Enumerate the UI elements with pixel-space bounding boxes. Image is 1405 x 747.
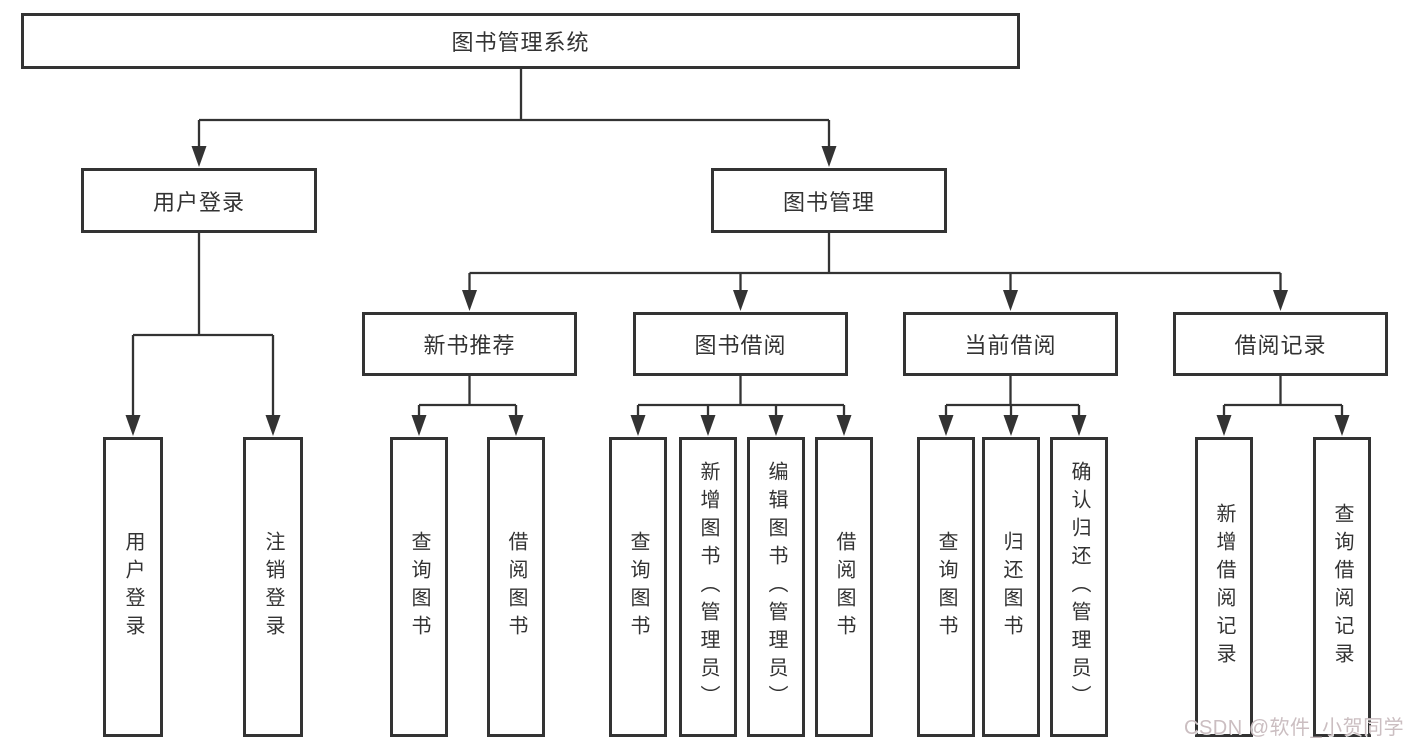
arrow-head	[462, 290, 477, 311]
node-label: 借阅图书	[505, 531, 527, 643]
node-label: 借阅记录	[1234, 333, 1327, 358]
leaf-add-borrow-record: 新增借阅记录	[1195, 437, 1253, 737]
leaf-return-books: 归还图书	[982, 437, 1040, 737]
leaf-query-books-borrowing: 查询图书	[609, 437, 667, 737]
node-book-management: 图书管理	[711, 168, 947, 233]
arrow-head	[508, 415, 524, 436]
node-label: 注销登录	[262, 531, 284, 643]
node-label: 图书管理	[782, 189, 875, 215]
node-current-borrowing: 当前借阅	[903, 312, 1118, 376]
leaf-confirm-return-admin: 确认归还（管理员）	[1050, 437, 1108, 737]
node-book-borrowing: 图书借阅	[633, 312, 848, 376]
arrow-head	[1334, 415, 1350, 436]
arrow-head	[836, 415, 852, 436]
arrow-head	[125, 415, 141, 436]
arrow-head	[768, 415, 784, 436]
leaf-query-books-recommend: 查询图书	[390, 437, 448, 737]
leaf-borrow-books-recommend: 借阅图书	[487, 437, 545, 737]
arrow-head	[1216, 415, 1232, 436]
arrow-head	[821, 146, 837, 167]
node-label: 图书管理系统	[451, 30, 590, 55]
arrow-head	[1273, 290, 1288, 311]
arrow-head	[1071, 415, 1087, 436]
node-label: 查询图书	[627, 531, 649, 643]
node-label: 新书推荐	[423, 333, 516, 358]
leaf-query-borrow-record: 查询借阅记录	[1313, 437, 1371, 737]
leaf-edit-books-admin: 编辑图书（管理员）	[747, 437, 805, 737]
arrow-head	[700, 415, 716, 436]
arrow-head	[733, 290, 748, 311]
leaf-borrow-books: 借阅图书	[815, 437, 873, 737]
node-new-book-recommendation: 新书推荐	[362, 312, 577, 376]
node-label: 当前借阅	[964, 333, 1057, 358]
arrow-head	[265, 415, 281, 436]
node-library-system: 图书管理系统	[21, 13, 1020, 69]
node-label: 新增借阅记录	[1213, 503, 1235, 671]
leaf-query-books-current: 查询图书	[917, 437, 975, 737]
node-user-login: 用户登录	[81, 168, 317, 233]
node-label: 借阅图书	[833, 531, 855, 643]
node-borrowing-records: 借阅记录	[1173, 312, 1388, 376]
leaf-add-books-admin: 新增图书（管理员）	[679, 437, 737, 737]
arrow-head	[411, 415, 427, 436]
leaf-logout-login: 注销登录	[243, 437, 303, 737]
node-label: 图书借阅	[694, 333, 787, 358]
node-label: 归还图书	[1000, 531, 1022, 643]
arrow-head	[1003, 290, 1018, 311]
leaf-user-login: 用户登录	[103, 437, 163, 737]
node-label: 确认归还（管理员）	[1068, 461, 1090, 713]
node-label: 用户登录	[152, 189, 245, 215]
node-label: 查询图书	[935, 531, 957, 643]
arrow-head	[1003, 415, 1019, 436]
node-label: 新增图书（管理员）	[697, 461, 719, 713]
node-label: 查询借阅记录	[1331, 503, 1353, 671]
node-label: 查询图书	[408, 531, 430, 643]
csdn-watermark: CSDN @软件_小贺同学	[1184, 717, 1405, 739]
connector-path	[131, 69, 1344, 419]
node-label: 用户登录	[122, 531, 144, 643]
arrow-head	[191, 146, 207, 167]
arrow-head	[630, 415, 646, 436]
node-label: 编辑图书（管理员）	[765, 461, 787, 713]
arrow-head	[938, 415, 954, 436]
